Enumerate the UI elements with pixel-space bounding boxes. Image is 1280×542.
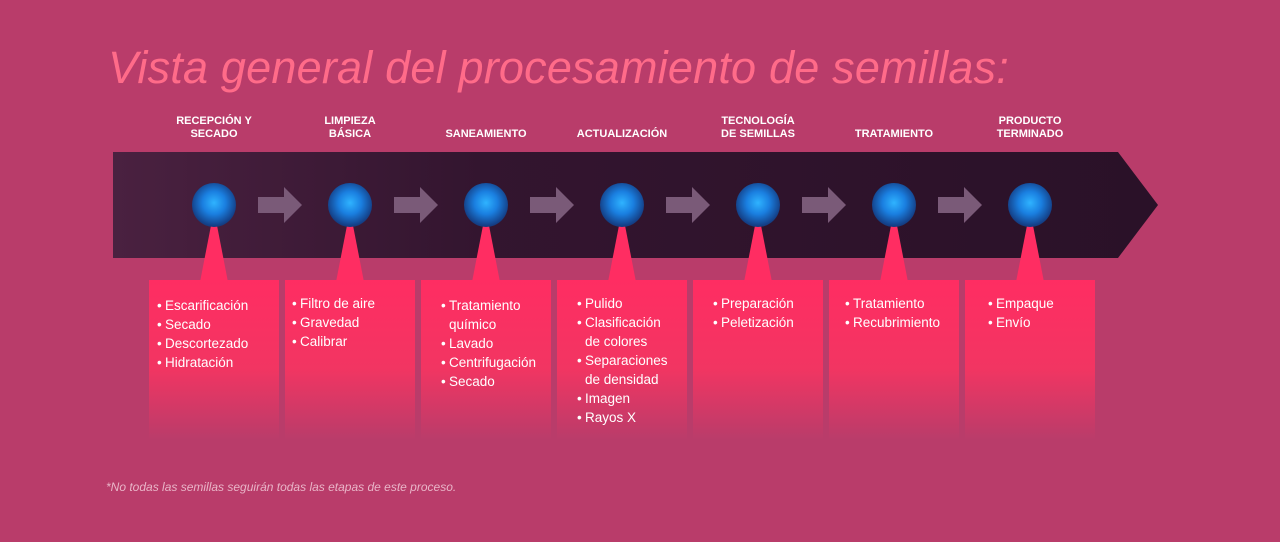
stage-item: Recubrimiento — [845, 313, 940, 332]
page-title: Vista general del procesamiento de semil… — [108, 42, 1009, 93]
flow-arrow-icon — [802, 187, 846, 223]
stage-item: Separaciones — [577, 351, 668, 370]
stage-item: Secado — [157, 315, 248, 334]
stage-node-icon — [192, 183, 236, 227]
stage-label-line: ACTUALIZACIÓN — [576, 128, 668, 140]
stage-items: Filtro de aireGravedadCalibrar — [292, 294, 375, 351]
stage-items: PulidoClasificación de coloresSeparacione… — [577, 294, 668, 427]
stage-pointer — [336, 210, 364, 282]
stage-label-line: DE SEMILLAS — [721, 128, 795, 140]
stage-item: Tratamiento — [441, 296, 536, 315]
stage-item: Empaque — [988, 294, 1054, 313]
stage-label: SANEAMIENTO — [416, 128, 556, 141]
stage-label-line: PRODUCTO — [998, 115, 1062, 127]
stage-label-line: TECNOLOGÍA — [721, 115, 795, 127]
stage-item: de densidad — [585, 372, 659, 387]
stage-pointer — [608, 210, 636, 282]
stage-pointer — [472, 210, 500, 282]
flow-arrow-icon — [938, 187, 982, 223]
flow-arrow-icon — [530, 187, 574, 223]
stage-item: Secado — [441, 372, 536, 391]
stage-item: Peletización — [713, 313, 794, 332]
stage-items: TratamientoRecubrimiento — [845, 294, 940, 332]
stage-item: Descortezado — [157, 334, 248, 353]
footnote: *No todas las semillas seguirán todas la… — [106, 480, 457, 494]
stage-pointer — [1016, 210, 1044, 282]
stage-item: Pulido — [577, 294, 668, 313]
stage-label-line: RECEPCIÓN Y — [176, 115, 252, 127]
stage-item: de colores — [585, 334, 648, 349]
flow-arrow-icon — [258, 187, 302, 223]
stage-node-icon — [600, 183, 644, 227]
stage-label: ACTUALIZACIÓN — [552, 128, 692, 141]
stage-label-line: SANEAMIENTO — [445, 128, 527, 140]
stage-item: Rayos X — [577, 408, 668, 427]
stage-items: EscarificaciónSecadoDescortezadoHidratac… — [157, 296, 248, 372]
stage-item: Hidratación — [157, 353, 248, 372]
stage-label-line: TRATAMIENTO — [854, 128, 934, 140]
stage-items: PreparaciónPeletización — [713, 294, 794, 332]
flow-arrow-icon — [666, 187, 710, 223]
stage-pointer — [880, 210, 908, 282]
stage-node-icon — [328, 183, 372, 227]
stage-item: Lavado — [441, 334, 536, 353]
stage-pointer — [200, 210, 228, 282]
stage-item: Gravedad — [292, 313, 375, 332]
stage-item: Filtro de aire — [292, 294, 375, 313]
stage-item: Escarificación — [157, 296, 248, 315]
stage-label-line: SECADO — [190, 128, 238, 140]
stage-item: químico — [449, 317, 497, 332]
stage-item: Centrifugación — [441, 353, 536, 372]
stage-item: Envío — [988, 313, 1054, 332]
stage-label: TRATAMIENTO — [824, 128, 964, 141]
stage-item: Imagen — [577, 389, 668, 408]
flow-arrow-icon — [394, 187, 438, 223]
stage-items: EmpaqueEnvío — [988, 294, 1054, 332]
stage-node-icon — [872, 183, 916, 227]
stage-label-line: LIMPIEZA — [324, 115, 376, 127]
stage-items: Tratamiento químicoLavadoCentrifugaciónSe… — [441, 296, 536, 391]
stage-label-line: BÁSICA — [328, 128, 372, 140]
stage-pointer — [744, 210, 772, 282]
stage-item: Tratamiento — [845, 294, 940, 313]
stage-node-icon — [736, 183, 780, 227]
stage-label-line: TERMINADO — [996, 128, 1064, 140]
stage-item: Preparación — [713, 294, 794, 313]
stage-item: Calibrar — [292, 332, 375, 351]
stage-node-icon — [464, 183, 508, 227]
stage-item: Clasificación — [577, 313, 668, 332]
stage-node-icon — [1008, 183, 1052, 227]
